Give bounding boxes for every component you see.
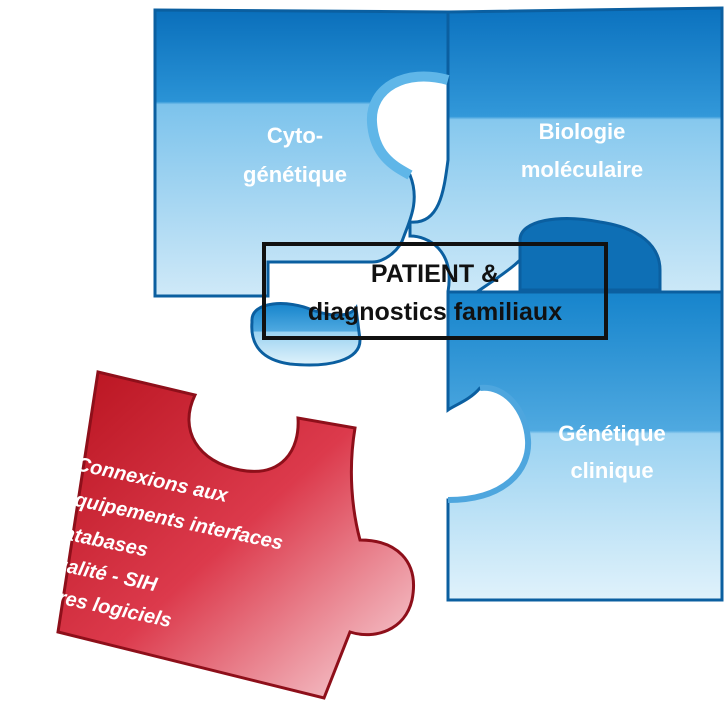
piece-red: [56, 370, 415, 700]
label-gen-line1: Génétique: [558, 421, 666, 446]
center-line1: PATIENT &: [371, 260, 499, 288]
label-bio-line1: Biologie: [539, 119, 626, 144]
label-cyto-line2: génétique: [243, 162, 347, 187]
center-line2: diagnostics familiaux: [308, 298, 562, 326]
piece-knob-center: [518, 217, 662, 292]
label-bio-line2: moléculaire: [521, 157, 643, 182]
label-cyto-line1: Cyto-: [267, 123, 323, 148]
piece-genetique: [446, 290, 724, 602]
center-box: PATIENT & diagnostics familiaux: [262, 242, 608, 340]
label-gen-line2: clinique: [570, 458, 653, 483]
piece-cytogenetique: [153, 8, 450, 298]
